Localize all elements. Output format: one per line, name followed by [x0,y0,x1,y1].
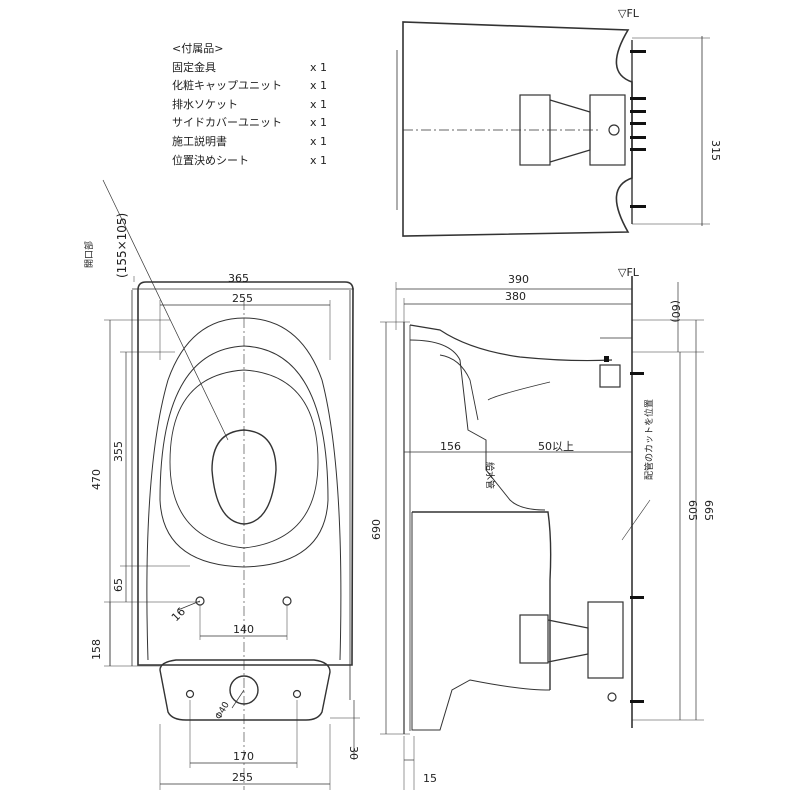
accessory-name: 化粧キャップユニット [172,79,282,93]
accessory-name: 位置決めシート [172,153,249,167]
label-opening-size: (155×105) [115,213,129,278]
dim-65: 65 [112,578,125,592]
dim-355: 355 [112,441,125,462]
dim-665: 665 [702,500,715,521]
label-pipe: 配管のカットを位置 [643,399,655,480]
accessory-qty: x 1 [310,134,328,148]
accessory-heading: <付属品> [172,42,224,55]
dim-255-top: 255 [232,292,253,305]
fl-label-side: ▽FL [618,266,640,279]
accessory-name: サイドカバーユニット [172,116,282,130]
accessory-qty: x 1 [310,153,328,167]
accessory-item: 施工説明書 x 1 [172,133,332,152]
accessory-qty: x 1 [310,79,328,93]
dim-470: 470 [90,469,103,490]
dim-50-up: 50以上 [538,440,574,453]
accessory-qty: x 1 [310,97,328,111]
dim-140: 140 [233,623,254,636]
accessory-item: 排水ソケット x 1 [172,96,332,115]
dim-690: 690 [370,519,383,540]
plan-view [102,179,360,790]
dim-255-bottom: 255 [232,771,253,784]
dim-170: 170 [233,750,254,763]
accessory-item: 化粧キャップユニット x 1 [172,77,332,96]
accessory-name: 排水ソケット [172,97,238,111]
dim-phi: Φ40 [214,700,232,721]
accessory-qty: x 1 [310,116,328,130]
accessory-name: 施工説明書 [172,134,227,148]
dim-16: 16 [169,605,188,624]
accessory-item: サイドカバーユニット x 1 [172,114,332,133]
rear-view [396,21,710,237]
accessory-name: 固定金具 [172,60,216,74]
accessory-list: <付属品> 固定金具 x 1 化粧キャップユニット x 1 排水ソケット x 1 サイ… [172,40,332,170]
side-view [380,276,704,790]
label-wall: 給水管 [484,462,496,489]
accessory-qty: x 1 [310,60,328,74]
dim-156: 156 [440,440,461,453]
accessory-item: 固定金具 x 1 [172,59,332,78]
dim-60: (60) [669,300,682,323]
dim-380: 380 [505,290,526,303]
label-opening: 開口部 [83,241,95,268]
dim-15: 15 [423,772,437,785]
dim-605: 605 [686,500,699,521]
dim-390: 390 [508,273,529,286]
fl-label-top: ▽FL [618,7,640,20]
dim-315: 315 [709,140,722,161]
dim-30: 30 [347,746,360,760]
dim-365: 365 [228,272,249,285]
dim-158: 158 [90,639,103,660]
accessory-item: 位置決めシート x 1 [172,152,332,171]
